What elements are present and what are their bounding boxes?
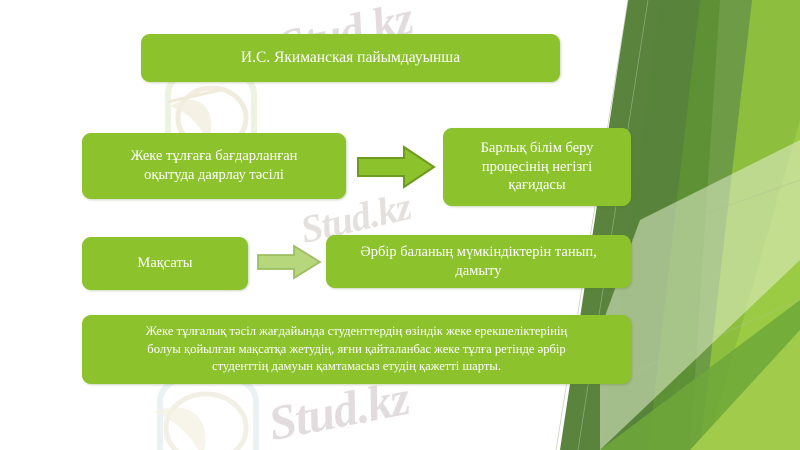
- title-box: И.С. Якиманская пайымдауынша: [141, 34, 560, 82]
- bg-shape-pale-left: [636, 260, 800, 450]
- bg-shape-bottom-bright: [690, 330, 800, 450]
- principle-line-1: Барлық білім беру: [480, 140, 594, 157]
- approach-line-2: оқытуда даярлау тәсілі: [144, 167, 284, 183]
- arrow-right-icon-2: [256, 244, 322, 285]
- principle-box: Барлық білім беру процесінің негізгі қағ…: [443, 128, 631, 206]
- goal-description-box: Әрбір баланың мүмкіндіктерін танып, дамы…: [326, 235, 631, 288]
- goal-box: Мақсаты: [82, 237, 248, 290]
- bg-hairline-4: [633, 299, 800, 373]
- bg-shape-yellow-green: [706, 120, 800, 450]
- bg-shape-mid-green: [648, 0, 800, 450]
- arrow-right-icon-1: [356, 145, 436, 194]
- bg-shape-light-green: [700, 0, 800, 450]
- goal-box-label: Мақсаты: [137, 255, 193, 272]
- summary-line-1: Жеке тұлғалық тәсіл жағдайында студентте…: [145, 324, 568, 339]
- principle-line-3: қағидасы: [508, 177, 566, 194]
- bg-hairline-3: [631, 179, 800, 241]
- summary-box: Жеке тұлғалық тәсіл жағдайында студентте…: [82, 315, 631, 384]
- title-box-label: И.С. Якиманская пайымдауынша: [240, 49, 461, 67]
- approach-line-1: Жеке тұлғаға бағдарланған: [130, 148, 298, 165]
- summary-line-2: болуы қойылған мақсатқа жетудің, яғни қа…: [147, 341, 566, 356]
- approach-box: Жеке тұлғаға бағдарланған оқытуда даярла…: [82, 133, 346, 199]
- summary-line-3: студенттің дамуын қамтамасыз етудің қаже…: [212, 359, 501, 374]
- goal-description-line-2: дамыту: [455, 262, 502, 279]
- goal-description-line-1: Әрбір баланың мүмкіндіктерін танып,: [360, 243, 597, 260]
- principle-line-2: процесінің негізгі: [481, 158, 593, 175]
